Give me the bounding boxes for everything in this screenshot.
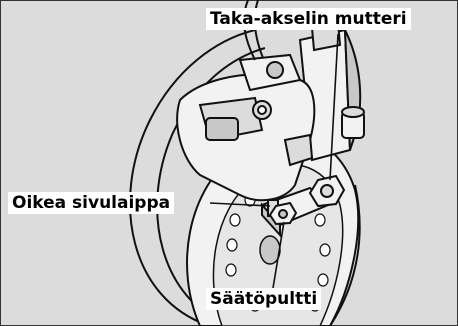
label-rear-axle-nut: Taka-akselin mutteri <box>206 8 411 30</box>
label-adjusting-bolt: Säätöpultti <box>206 288 321 310</box>
label-right-side-plate: Oikea sivulaippa <box>8 192 174 214</box>
side-bolt <box>342 107 364 138</box>
